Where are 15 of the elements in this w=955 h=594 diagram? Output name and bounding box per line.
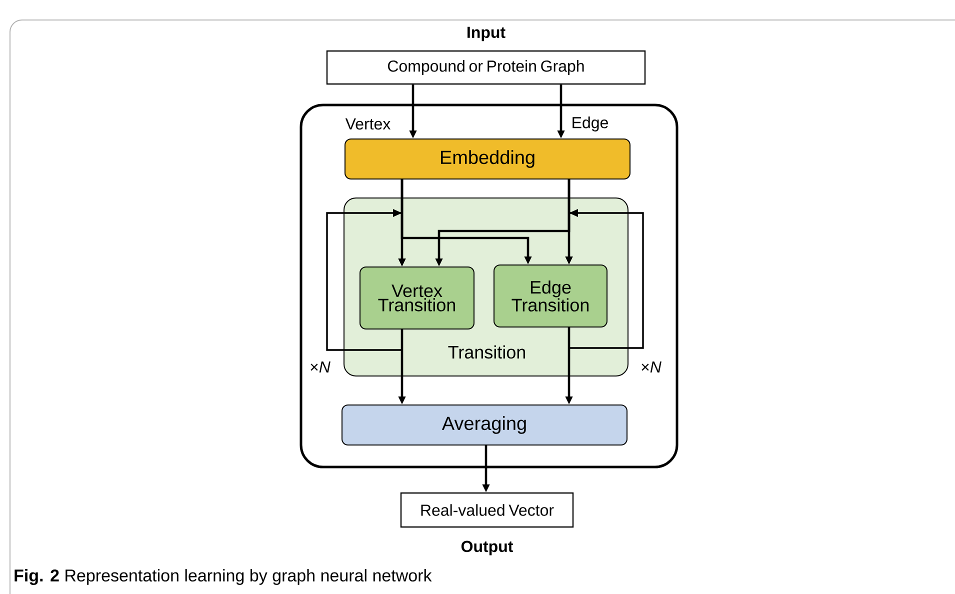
edge-label: ×N [308,360,332,374]
heading-label: Input [468,26,506,42]
input-box: Compound or Protein Graph [326,50,646,85]
edge-label: Vertex [344,117,392,131]
heading-label: Output [461,540,514,556]
region-label: Transition [448,345,526,359]
edge-label: ×N [640,360,662,374]
edge-label: Edge [570,116,610,132]
vertex-transition-box: Vertex Transition [360,266,474,330]
edge-transition-box: Edge Transition [494,264,608,328]
arrow [326,209,406,351]
embedding-box: Embedding [344,138,630,180]
averaging-box: Averaging [342,404,628,446]
output-box: Real-valued Vector [400,492,574,528]
figure-caption: Fig. 2 Representation learning by graph neural network [14,569,432,585]
